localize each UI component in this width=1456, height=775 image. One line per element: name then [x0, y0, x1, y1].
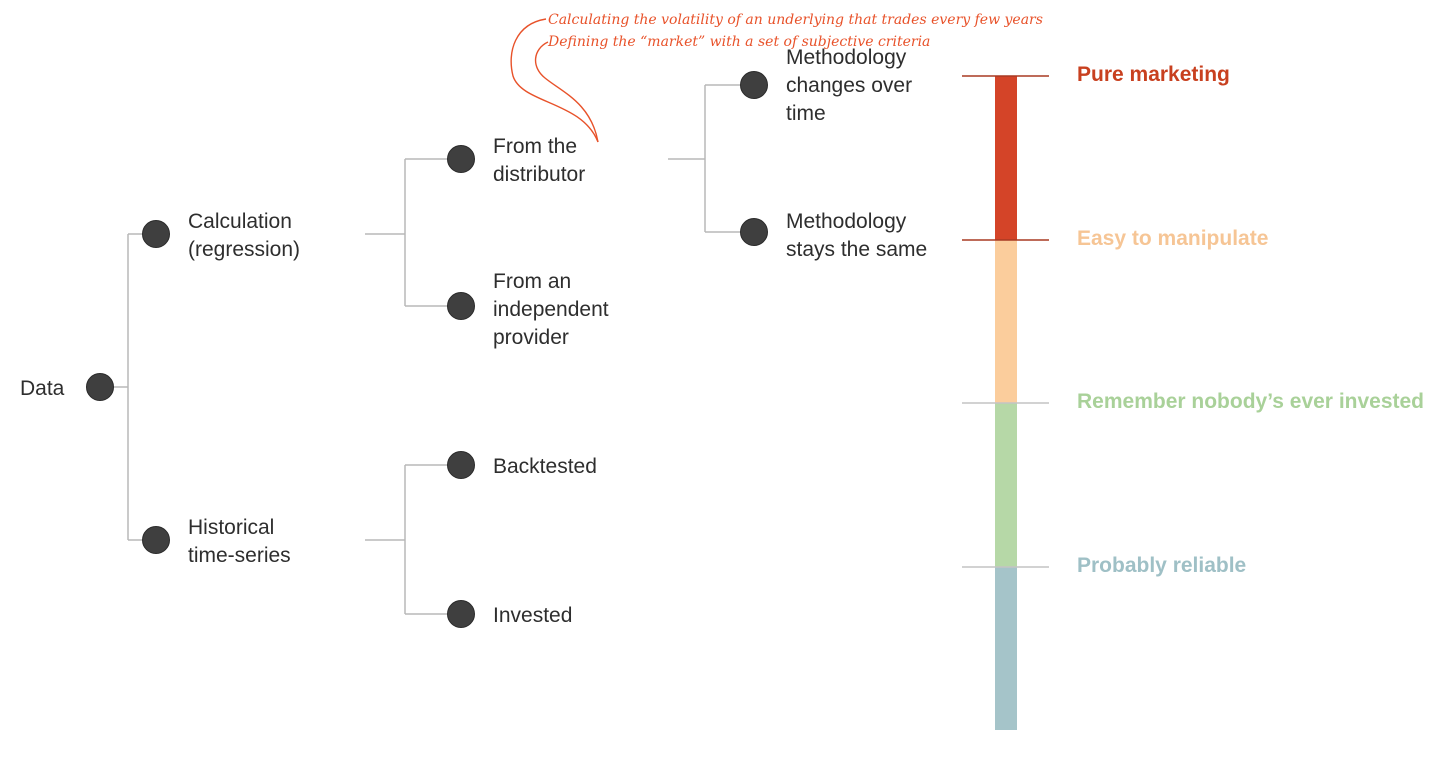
node-label-line: Invested — [493, 604, 572, 627]
scale-segment-easy-to-manipulate — [995, 240, 1017, 403]
node-label-from-distributor: From the distributor — [493, 135, 585, 186]
node-label-line: stays the same — [786, 238, 927, 261]
node-label-line: time-series — [188, 544, 291, 567]
tree-node-backtested: Backtested — [447, 451, 597, 479]
node-label-line: provider — [493, 326, 569, 349]
node-dot — [740, 218, 768, 246]
node-dot — [740, 71, 768, 99]
node-label-line: changes over — [786, 74, 912, 97]
node-label-line: Backtested — [493, 455, 597, 478]
annotation-group: Calculating the volatility of an underly… — [510, 12, 1043, 143]
node-label-backtested: Backtested — [493, 455, 597, 478]
node-label-historical: Historical time-series — [188, 516, 291, 567]
scale-segment-pure-marketing — [995, 76, 1017, 240]
node-label-line: Historical — [188, 516, 274, 539]
scale-label-easy-to-manipulate: Easy to manipulate — [1077, 227, 1268, 250]
node-label-methodology-changes: Methodology changes over time — [786, 46, 912, 125]
node-label-line: Methodology — [786, 46, 907, 69]
node-label-line: independent — [493, 298, 609, 321]
annotation-bracket-inner — [534, 41, 599, 143]
annotation-market-definition: Defining the “market” with a set of subj… — [547, 34, 930, 50]
node-label-calculation: Calculation (regression) — [188, 210, 300, 261]
reliability-scale: Pure marketing Easy to manipulate Rememb… — [962, 63, 1424, 730]
node-label-line: distributor — [493, 163, 585, 186]
tree-node-invested: Invested — [447, 600, 572, 628]
tree-node-data: Data — [20, 373, 114, 401]
tree-node-historical: Historical time-series — [142, 516, 291, 567]
scale-label-never-invested: Remember nobody’s ever invested — [1077, 390, 1424, 413]
scale-label-probably-reliable: Probably reliable — [1077, 554, 1246, 577]
connector-distributor — [668, 84, 740, 233]
node-dot — [447, 292, 475, 320]
node-label-line: From an — [493, 270, 571, 293]
node-label-line: (regression) — [188, 238, 300, 261]
annotation-volatility: Calculating the volatility of an underly… — [548, 12, 1043, 28]
connector-calculation — [365, 158, 447, 307]
tree-node-methodology-changes: Methodology changes over time — [740, 46, 912, 125]
scale-label-pure-marketing: Pure marketing — [1077, 63, 1230, 86]
tree-node-calculation: Calculation (regression) — [142, 210, 300, 261]
scale-segment-never-invested — [995, 403, 1017, 567]
node-label-line: Data — [20, 377, 65, 400]
node-dot — [142, 220, 170, 248]
node-label-data: Data — [20, 377, 65, 400]
node-dot — [86, 373, 114, 401]
node-label-line: time — [786, 102, 826, 125]
node-dot — [447, 600, 475, 628]
connector-data — [114, 233, 142, 541]
connector-historical — [365, 464, 447, 615]
tree-node-from-distributor: From the distributor — [447, 135, 585, 186]
tree-connectors — [114, 84, 740, 615]
node-label-line: From the — [493, 135, 577, 158]
node-dot — [447, 145, 475, 173]
node-label-from-independent: From an independent provider — [493, 270, 609, 349]
node-label-methodology-same: Methodology stays the same — [786, 210, 927, 261]
node-label-line: Calculation — [188, 210, 292, 233]
scale-segment-probably-reliable — [995, 567, 1017, 730]
annotation-bracket-outer — [510, 18, 599, 143]
tree-node-from-independent: From an independent provider — [447, 270, 609, 349]
node-dot — [142, 526, 170, 554]
node-dot — [447, 451, 475, 479]
node-label-line: Methodology — [786, 210, 907, 233]
node-label-invested: Invested — [493, 604, 572, 627]
tree-node-methodology-same: Methodology stays the same — [740, 210, 927, 261]
